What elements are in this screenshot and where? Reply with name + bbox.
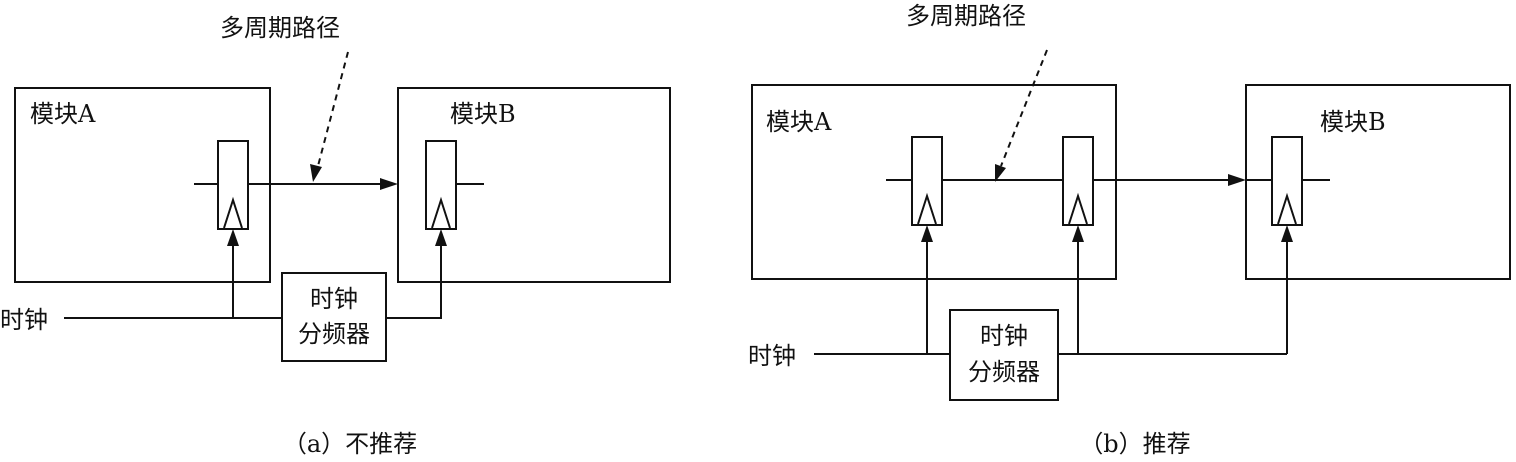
clock-divider-line2: 分频器: [968, 358, 1040, 386]
clock-b-arrowhead: [435, 229, 447, 246]
annotation-dashed-line: [1000, 49, 1048, 167]
module-a-box: [751, 84, 1117, 280]
annotation-arrowhead: [310, 164, 322, 182]
clock-b-arrowhead: [1281, 225, 1293, 242]
annotation-dashed-line: [317, 51, 349, 167]
data-path-arrowhead: [1228, 174, 1246, 186]
flip-flop-b: [1246, 136, 1330, 226]
flip-flop-a: [194, 140, 249, 230]
clock-a2-arrowhead: [1072, 225, 1084, 242]
flip-flop-a1: [886, 136, 943, 226]
diagram-b: 模块A 模块B 多周期路径 时钟: [748, 2, 1511, 458]
flip-flop-b: [425, 140, 484, 230]
clock-divider-line1: 时钟: [310, 285, 358, 313]
annotation-label: 多周期路径: [906, 2, 1026, 30]
diagram-a: 模块A 模块B 多周期路径 时钟 时钟 分频器: [0, 14, 671, 458]
module-a-label: 模块A: [766, 108, 832, 136]
divider-to-ff-b: [386, 242, 442, 319]
module-b-box: [397, 87, 671, 283]
clock-label: 时钟: [748, 342, 796, 370]
module-b-label: 模块B: [450, 100, 516, 128]
annotation-arrowhead: [995, 164, 1006, 182]
module-a-label: 模块A: [30, 100, 96, 128]
clock-divider-line1: 时钟: [980, 322, 1028, 350]
caption-b: （b）推荐: [1079, 430, 1190, 458]
caption-a: （a）不推荐: [283, 430, 417, 458]
clock-label: 时钟: [0, 306, 48, 334]
annotation-label: 多周期路径: [220, 14, 340, 42]
clock-a-arrowhead: [227, 229, 239, 246]
clock-a1-arrowhead: [921, 225, 933, 242]
clock-divider-line2: 分频器: [298, 320, 370, 348]
flip-flop-a2: [1062, 136, 1094, 226]
data-path-arrowhead: [380, 178, 398, 190]
module-b-box: [1245, 84, 1511, 280]
module-b-label: 模块B: [1320, 108, 1386, 136]
